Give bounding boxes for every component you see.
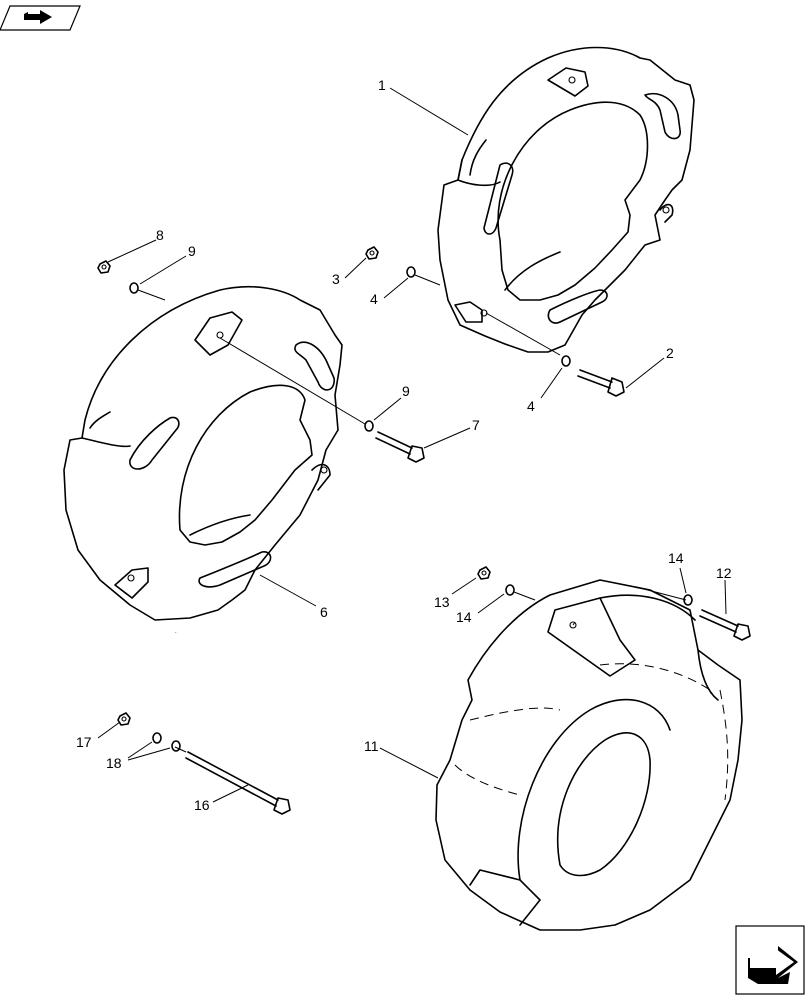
part-1-wheel-weight xyxy=(437,46,695,353)
callout-7: 7 xyxy=(472,417,480,433)
callout-18: 18 xyxy=(106,755,122,771)
part-8-nut xyxy=(97,260,111,274)
centerline-lower-right xyxy=(513,587,687,626)
callout-8: 8 xyxy=(156,227,164,243)
callout-9a: 9 xyxy=(188,243,196,259)
callout-9b: 9 xyxy=(402,383,410,399)
callout-3: 3 xyxy=(332,271,340,287)
centerline-middle xyxy=(137,289,366,425)
callout-13: 13 xyxy=(434,594,450,610)
callout-labels: 1 2 3 4 4 6 7 8 9 9 11 12 13 14 14 16 17… xyxy=(76,77,732,813)
callout-11: 11 xyxy=(364,738,379,754)
part-16-bolt xyxy=(185,751,291,815)
back-nav-button[interactable] xyxy=(0,5,81,31)
back-arrow-icon xyxy=(24,10,52,24)
part-3-nut xyxy=(365,246,379,260)
callout-2: 2 xyxy=(666,345,674,361)
callout-14b: 14 xyxy=(668,550,684,566)
forward-nav-button[interactable] xyxy=(735,925,805,995)
callout-6: 6 xyxy=(320,604,328,620)
callout-12: 12 xyxy=(716,565,732,581)
callout-14a: 14 xyxy=(456,609,472,625)
part-2-bolt xyxy=(577,369,625,397)
callout-leaders xyxy=(97,87,727,803)
centerline-lower-left xyxy=(174,746,187,753)
forward-arrow-icon xyxy=(748,946,798,984)
callout-17: 17 xyxy=(76,734,92,750)
callout-1: 1 xyxy=(378,77,386,93)
part-13-nut xyxy=(477,566,491,580)
part-12-bolt xyxy=(699,609,751,641)
part-7-bolt xyxy=(375,431,425,463)
faint-dot: . xyxy=(175,629,177,635)
part-6-wheel-weight xyxy=(63,285,343,621)
centerline-upper xyxy=(414,274,561,356)
part-17-nut xyxy=(117,712,131,726)
callout-4b: 4 xyxy=(527,398,535,414)
washers xyxy=(129,266,693,752)
callout-4a: 4 xyxy=(370,291,378,307)
part-11-wheel-weight xyxy=(435,579,743,931)
callout-16: 16 xyxy=(194,797,210,813)
